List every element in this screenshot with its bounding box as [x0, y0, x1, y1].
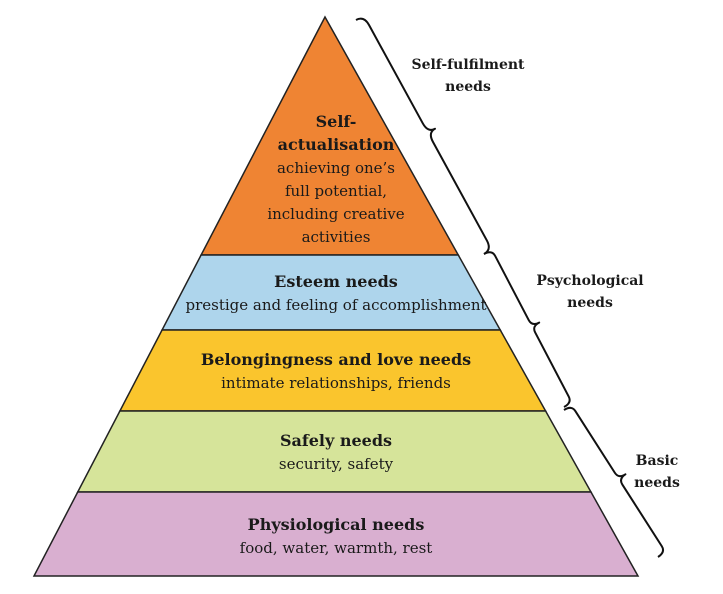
tier-belongingness-and-love-needs: [118, 329, 547, 412]
basic-needs-label: Basic: [636, 453, 679, 469]
tier-self-actualisation-description: activities: [302, 228, 371, 246]
tier-esteem-needs: [160, 254, 502, 331]
tier-belongingness-and-love-needs-description: intimate relationships, friends: [221, 374, 451, 392]
tier-safely-needs-description: security, safety: [279, 455, 394, 473]
tier-self-actualisation-title: Self-: [316, 112, 357, 131]
tier-belongingness-and-love-needs-title: Belongingness and love needs: [201, 350, 471, 369]
tier-esteem-needs-title: Esteem needs: [274, 272, 398, 291]
basic-needs-label: needs: [634, 475, 680, 491]
tier-physiological-needs: [32, 491, 640, 577]
self-fulfilment-needs-bracket: [355, 17, 490, 255]
psychological-needs-bracket: [483, 251, 571, 408]
tier-esteem-needs-description: prestige and feeling of accomplishment: [185, 296, 486, 314]
tier-safely-needs-title: Safely needs: [280, 431, 392, 450]
self-fulfilment-needs-label: Self-fulfilment: [411, 57, 525, 73]
tier-physiological-needs-description: food, water, warmth, rest: [240, 539, 433, 557]
self-fulfilment-needs-label: needs: [445, 79, 491, 95]
tier-physiological-needs-title: Physiological needs: [248, 515, 425, 534]
tier-self-actualisation-description: full potential,: [285, 182, 387, 200]
basic-needs-bracket: [563, 406, 665, 558]
tier-self-actualisation-description: including creative: [267, 205, 404, 223]
tier-self-actualisation-title: actualisation: [278, 135, 395, 154]
psychological-needs-label: needs: [567, 295, 613, 311]
psychological-needs-label: Psychological: [536, 273, 643, 289]
tier-self-actualisation-description: achieving one’s: [277, 159, 395, 177]
tier-safely-needs: [76, 410, 593, 493]
